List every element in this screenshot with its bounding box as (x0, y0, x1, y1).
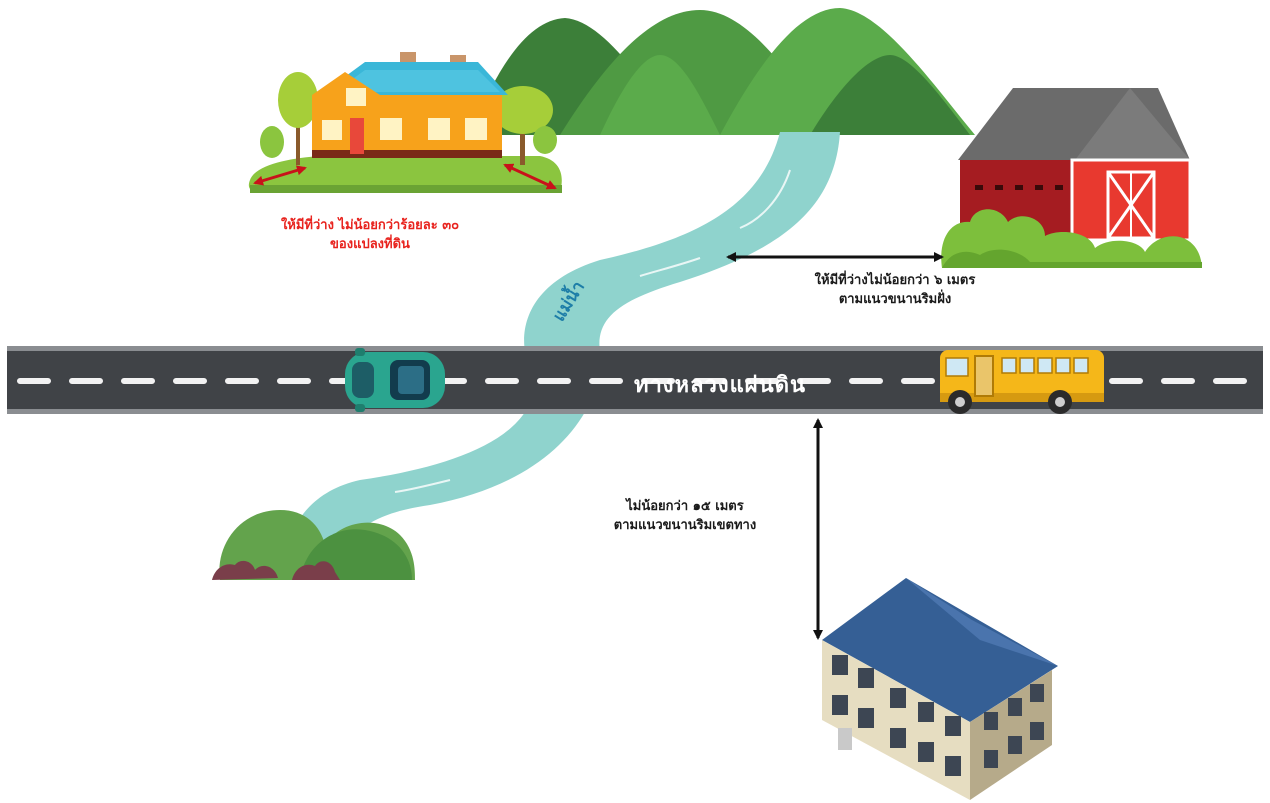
river-lower (285, 412, 585, 560)
river (524, 132, 840, 352)
bus-icon (940, 350, 1104, 414)
road-setback-line1: ไม่น้อยกว่า ๑๕ เมตร (626, 499, 744, 514)
bush-icon (212, 510, 415, 580)
car-icon (345, 348, 445, 412)
riverbank-setback-line2: ตามแนวขนานริมฝั่ง (838, 291, 952, 307)
road-setback-line2: ตามแนวขนานริมเขตทาง (613, 517, 757, 533)
road-setback-note: ไม่น้อยกว่า ๑๕ เมตร ตามแนวขนานริมเขตทาง (535, 498, 835, 536)
tree-icon (260, 72, 557, 165)
building-icon (822, 578, 1058, 800)
barn-icon (941, 88, 1202, 268)
open-space-note-line2: ของแปลงที่ดิน (330, 236, 410, 252)
riverbank-setback-note: ให้มีที่ว่างไม่น้อยกว่า ๖ เมตร ตามแนวขนา… (735, 272, 1055, 310)
road-label: ทางหลวงแผ่นดิน (633, 373, 807, 398)
house-icon (248, 52, 562, 193)
open-space-note: ให้มีที่ว่าง ไม่น้อยกว่าร้อยละ ๓๐ ของแปล… (205, 217, 535, 255)
river-ripples (394, 169, 791, 493)
open-space-note-line1: ให้มีที่ว่าง ไม่น้อยกว่าร้อยละ ๓๐ (280, 218, 460, 233)
riverbank-setback-line1: ให้มีที่ว่างไม่น้อยกว่า ๖ เมตร (814, 273, 976, 288)
